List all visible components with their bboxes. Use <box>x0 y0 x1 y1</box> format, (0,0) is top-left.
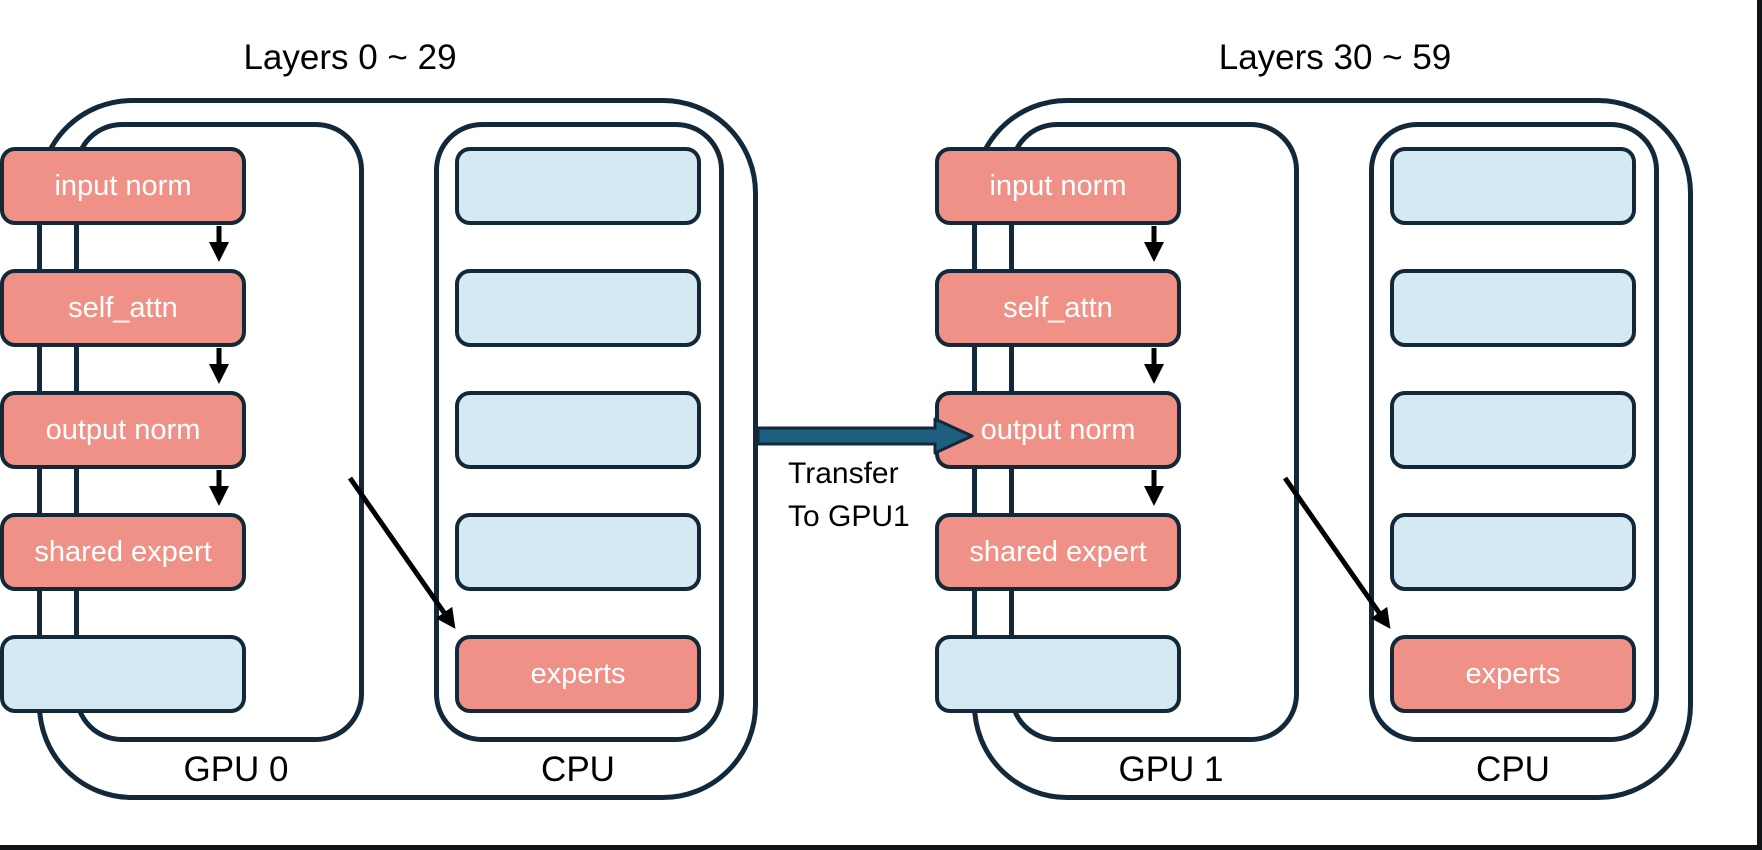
layer-box-input-norm: input norm <box>0 147 246 225</box>
layer-box-shared-expert: shared expert <box>0 513 246 591</box>
layer-box-empty <box>0 635 246 713</box>
group-title: Layers 0 ~ 29 <box>243 38 457 77</box>
layer-box-experts: experts <box>455 635 701 713</box>
cpu-slot-empty <box>1390 391 1636 469</box>
layer-box-experts: experts <box>1390 635 1636 713</box>
cpu-column-label: CPU <box>1476 750 1550 789</box>
gpu-column-label: GPU 1 <box>1118 750 1224 789</box>
cpu-slot-empty <box>1390 513 1636 591</box>
transfer-arrow <box>756 417 974 455</box>
layer-box-input-norm: input norm <box>935 147 1181 225</box>
transfer-label-line1: Transfer <box>788 457 899 490</box>
cpu-slot-empty <box>455 513 701 591</box>
frame-edge-right <box>1757 0 1762 850</box>
layer-box-self-attn: self_attn <box>935 269 1181 347</box>
group-title: Layers 30 ~ 59 <box>1218 38 1452 77</box>
cpu-slot-empty <box>1390 269 1636 347</box>
gpu-column-label: GPU 0 <box>183 750 289 789</box>
cpu-slot-empty <box>455 269 701 347</box>
cpu-slot-empty <box>455 147 701 225</box>
cpu-column-label: CPU <box>541 750 615 789</box>
layer-box-output-norm: output norm <box>0 391 246 469</box>
frame-edge-bottom <box>0 845 1762 850</box>
transfer-label: Transfer To GPU1 <box>788 452 910 538</box>
layer-box-output-norm: output norm <box>935 391 1181 469</box>
cpu-slot-empty <box>1390 147 1636 225</box>
transfer-label-line2: To GPU1 <box>788 500 910 533</box>
layer-group-0: Layers 0 ~ 29 input norm self_attn outpu… <box>0 0 763 850</box>
cpu-slot-empty <box>455 391 701 469</box>
layer-box-shared-expert: shared expert <box>935 513 1181 591</box>
layer-box-self-attn: self_attn <box>0 269 246 347</box>
layer-box-empty <box>935 635 1181 713</box>
layer-group-1: Layers 30 ~ 59 input norm self_attn outp… <box>935 0 1698 850</box>
